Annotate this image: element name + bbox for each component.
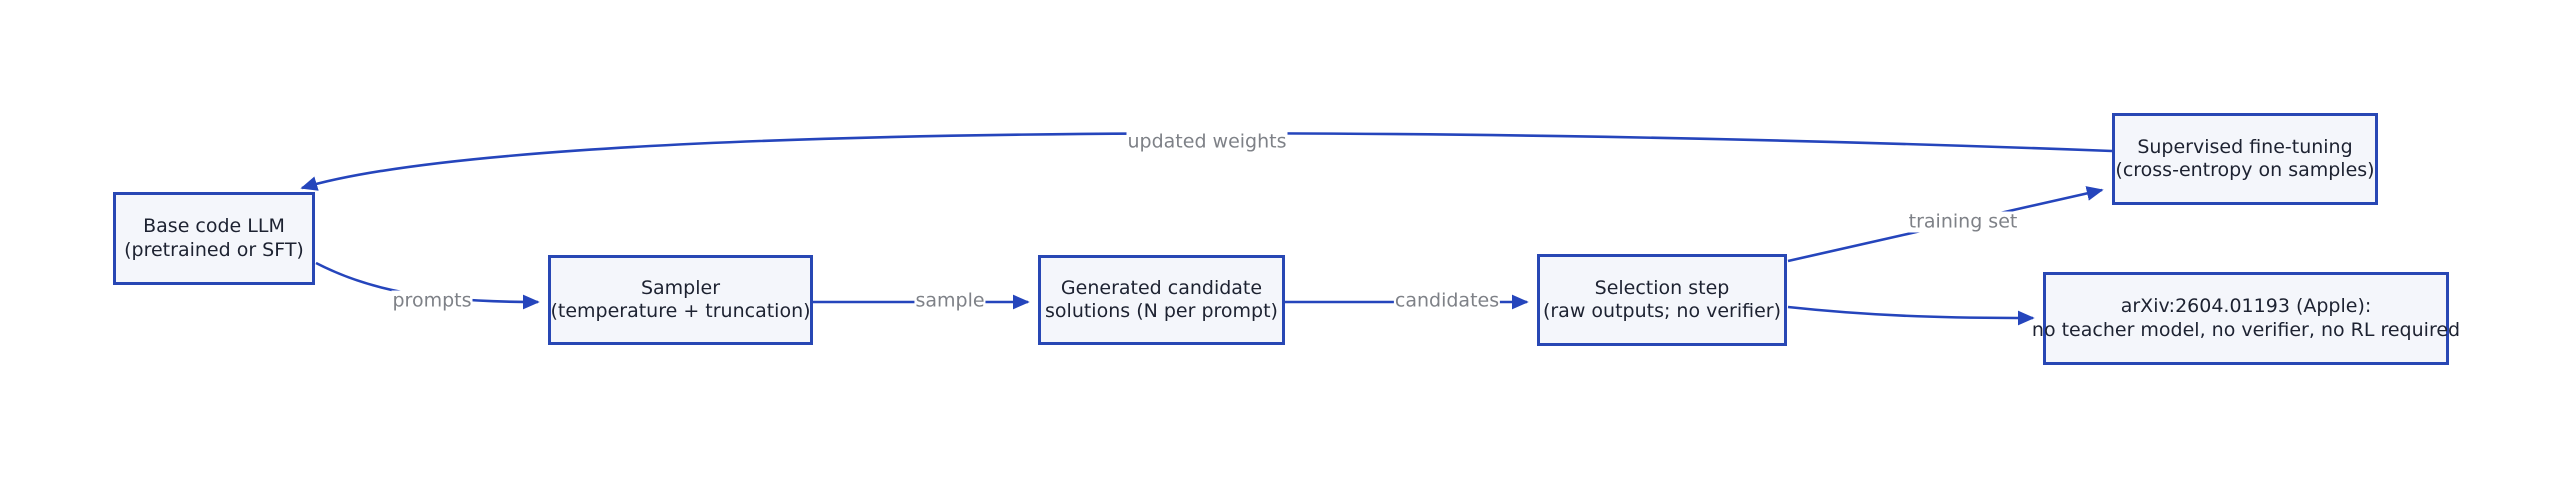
- node-sampler: Sampler (temperature + truncation): [548, 255, 813, 345]
- node-title: Base code LLM: [143, 215, 285, 237]
- node-arxiv-note: arXiv:2604.01193 (Apple): no teacher mod…: [2032, 272, 2460, 365]
- node-title: Sampler: [640, 276, 721, 299]
- node-supervised-fine-tuning: Supervised fine-tuning (cross-entropy on…: [2112, 113, 2378, 205]
- node-title: Supervised fine-tuning: [2137, 135, 2353, 158]
- node-generated-candidates: Generated candidate solutions (N per pro…: [1038, 255, 1285, 345]
- edge-label-training-set: training set: [1907, 210, 2019, 233]
- node-subtitle: solutions (N per prompt): [1045, 300, 1278, 322]
- node-title: Generated candidate: [1060, 276, 1263, 299]
- edge-label-prompts: prompts: [391, 289, 473, 312]
- node-base-code-llm: Base code LLM (pretrained or SFT): [113, 192, 315, 285]
- node-subtitle: (raw outputs; no verifier): [1542, 300, 1782, 322]
- edge-selection-to-arxiv-arrow: [1787, 305, 2035, 326]
- edge-updated-weights-arrow: [300, 132, 2113, 191]
- node-subtitle: (temperature + truncation): [550, 300, 811, 322]
- node-subtitle: no teacher model, no verifier, no RL req…: [2031, 318, 2461, 341]
- node-title: arXiv:2604.01193 (Apple):: [2120, 295, 2372, 317]
- node-selection-step: Selection step (raw outputs; no verifier…: [1537, 254, 1787, 346]
- node-subtitle: (cross-entropy on samples): [2115, 159, 2375, 181]
- node-subtitle: (pretrained or SFT): [124, 238, 304, 261]
- edge-label-sample: sample: [914, 289, 986, 312]
- edge-label-updated-weights: updated weights: [1126, 130, 1288, 153]
- edge-label-candidates: candidates: [1393, 289, 1501, 312]
- node-title: Selection step: [1594, 276, 1730, 299]
